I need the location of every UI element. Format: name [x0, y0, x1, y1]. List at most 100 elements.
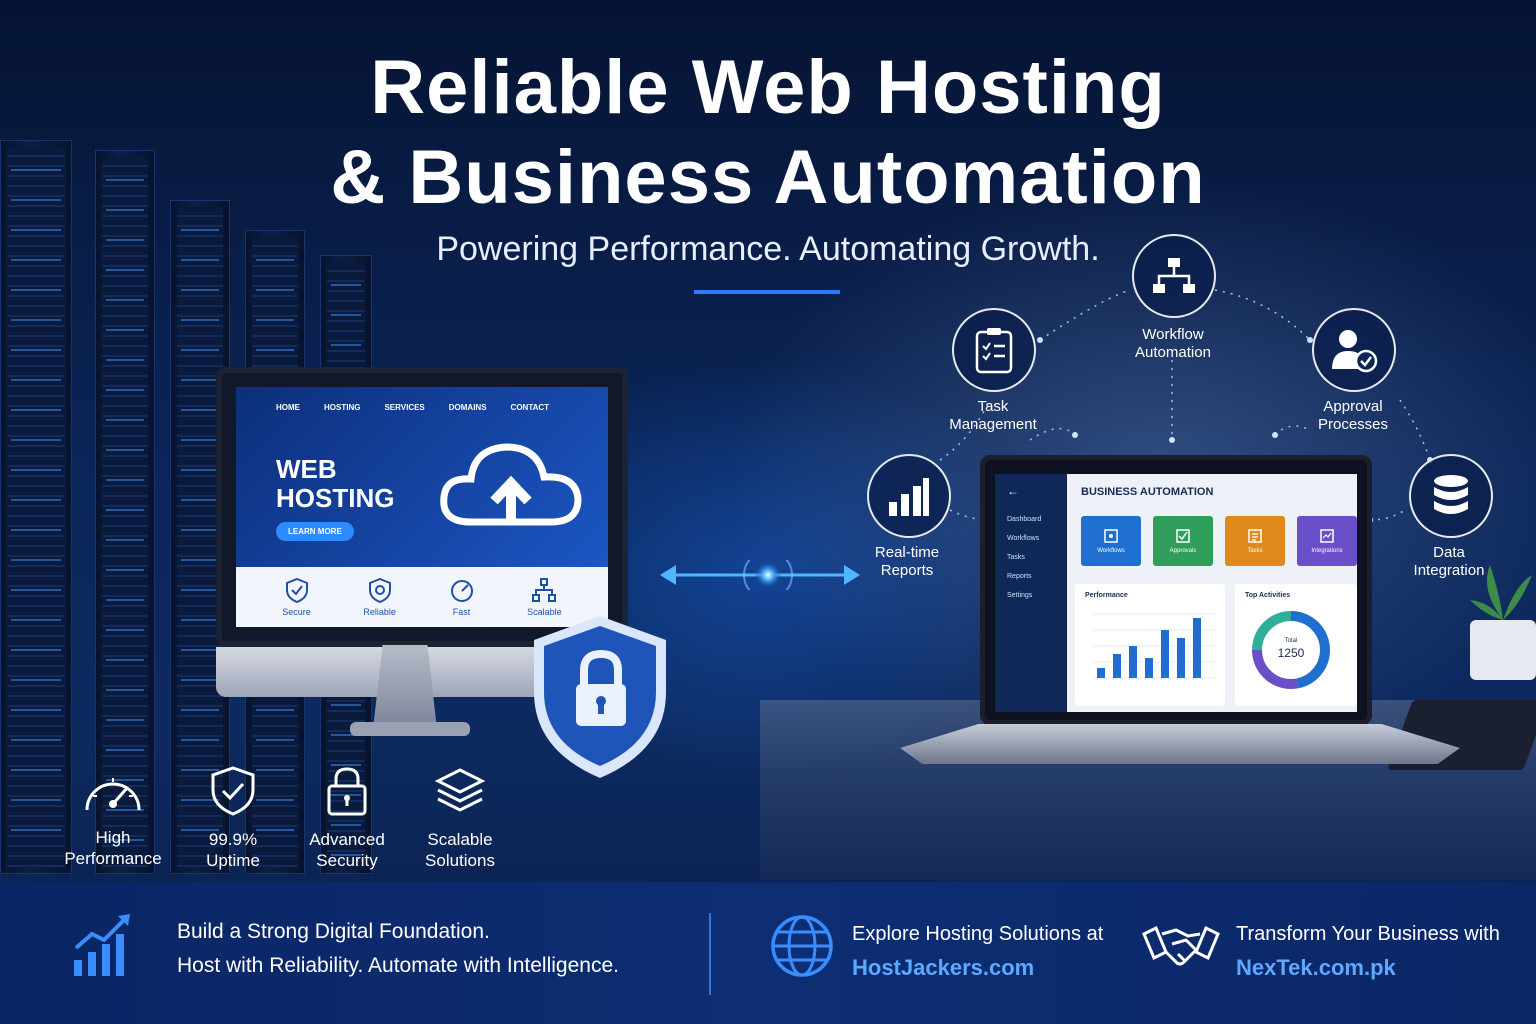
tile-approvals[interactable]: Approvals: [1153, 516, 1213, 566]
back-arrow-icon[interactable]: ←: [1007, 484, 1019, 498]
feature-label-line1: 99.9%: [208, 830, 258, 849]
tile-label: Tasks: [1247, 548, 1263, 554]
sidebar-item-settings[interactable]: Settings: [1007, 592, 1033, 599]
nextek-link[interactable]: NexTek.com.pk: [1236, 955, 1396, 980]
site-feature-label: Secure: [282, 607, 311, 617]
business-prompt: Transform Your Business with: [1236, 923, 1500, 945]
sidebar-item-reports[interactable]: Reports: [1007, 573, 1032, 580]
shield-check-icon: [285, 577, 308, 603]
shield-check-icon: [211, 766, 255, 816]
sidebar-item-tasks[interactable]: Tasks: [1007, 554, 1025, 561]
laptop-keyboard-base: [900, 724, 1460, 764]
node-label-line1: Workflow: [1142, 326, 1204, 343]
hero-heading: WEB HOSTING: [276, 455, 394, 512]
workflow-tile-icon: [1104, 529, 1118, 543]
node-label: Approval Processes: [1283, 398, 1423, 434]
desktop-monitor: HOME HOSTING SERVICES DOMAINS CONTACT WE…: [216, 367, 628, 647]
node-label-line2: Processes: [1317, 416, 1389, 433]
growth-chart-icon: [74, 914, 130, 976]
checklist-icon: [975, 328, 1013, 374]
hosting-prompt: Explore Hosting Solutions at: [852, 923, 1104, 945]
checkbox-tile-icon: [1176, 529, 1190, 543]
server-rack: [0, 140, 72, 874]
footer-tagline-line2: Host with Reliability. Automate with Int…: [177, 953, 619, 977]
node-label-line2: Automation: [1135, 344, 1211, 361]
dashboard-title: BUSINESS AUTOMATION: [1081, 486, 1214, 498]
page-subtitle: Powering Performance. Automating Growth.: [436, 230, 1100, 268]
sidebar-item-workflows[interactable]: Workflows: [1007, 535, 1040, 542]
donut-total: 1250: [1277, 646, 1305, 660]
tile-workflows[interactable]: Workflows: [1081, 516, 1141, 566]
connection-arrow-icon: [660, 560, 860, 590]
laptop: ← Dashboard Workflows Tasks Reports Sett…: [980, 455, 1372, 725]
monitor-stand: [373, 645, 437, 725]
tile-integrations[interactable]: Integrations: [1297, 516, 1357, 566]
workflow-automation-node: [1132, 234, 1216, 318]
sidebar-item-dashboard[interactable]: Dashboard: [1007, 516, 1042, 523]
nav-services[interactable]: SERVICES: [384, 403, 425, 412]
site-nav: HOME HOSTING SERVICES DOMAINS CONTACT: [276, 403, 549, 412]
footer-divider: [709, 913, 711, 995]
hero-heading-line2: HOSTING: [276, 482, 395, 513]
data-integration-node: [1409, 454, 1493, 538]
top-activities-panel: Top Activities Total 1250: [1235, 584, 1357, 706]
network-icon: [532, 578, 557, 602]
hero-heading-line1: WEB: [276, 454, 337, 484]
site-feature-label: Scalable: [527, 607, 562, 617]
plant-decoration: [1470, 565, 1536, 680]
donut-caption: Total: [1284, 638, 1298, 644]
feature-label-line2: Security: [316, 851, 378, 871]
node-label-line1: Real-time: [874, 544, 940, 561]
cloud-upload-icon: [440, 443, 582, 526]
nav-contact[interactable]: CONTACT: [510, 403, 550, 412]
tile-label: Approvals: [1169, 548, 1197, 554]
feature-label-line2: Performance: [64, 849, 162, 869]
activities-title: Top Activities: [1245, 592, 1291, 599]
site-feature-label: Fast: [452, 607, 471, 617]
nav-hosting[interactable]: HOSTING: [324, 403, 361, 412]
site-feature: Secure: [282, 577, 311, 617]
performance-bar-chart: [1093, 613, 1215, 679]
padlock-icon: [327, 767, 367, 816]
learn-more-button[interactable]: LEARN MORE: [276, 522, 354, 541]
flowchart-icon: [1153, 258, 1195, 293]
approval-processes-node: [1312, 308, 1396, 392]
feature-label-line1: Scalable: [427, 830, 493, 849]
node-label: Real-time Reports: [837, 544, 977, 580]
integration-tile-icon: [1320, 529, 1334, 543]
tile-tasks[interactable]: Tasks: [1225, 516, 1285, 566]
nav-domains[interactable]: DOMAINS: [448, 403, 487, 412]
dashboard-tiles: Workflows Approvals Tasks Integrations: [1081, 516, 1357, 566]
node-label-line2: Reports: [880, 562, 934, 579]
hero-banner: HOME HOSTING SERVICES DOMAINS CONTACT WE…: [236, 387, 608, 567]
feature-uptime: 99.9% Uptime: [178, 766, 288, 872]
hosting-cta: Explore Hosting Solutions at HostJackers…: [852, 918, 1103, 985]
tile-label: Workflows: [1097, 548, 1125, 554]
layers-icon: [434, 768, 486, 812]
page-title-line2: & Business Automation: [330, 135, 1206, 220]
security-shield-icon: [534, 616, 666, 778]
real-time-reports-node: [867, 454, 951, 538]
performance-title: Performance: [1085, 592, 1128, 599]
feature-label-line2: Solutions: [425, 851, 495, 871]
business-automation-dashboard: ← Dashboard Workflows Tasks Reports Sett…: [995, 474, 1357, 712]
node-label: Task Management: [923, 398, 1063, 434]
database-icon: [1434, 475, 1468, 514]
feature-label-line1: High: [95, 828, 131, 847]
page-title-line1: Reliable Web Hosting: [370, 45, 1166, 130]
shield-badge-icon: [368, 577, 391, 603]
node-label: Data Integration: [1379, 544, 1519, 580]
nav-home[interactable]: HOME: [276, 403, 300, 412]
site-feature-row: Secure Reliable Fast Scalable: [236, 577, 608, 617]
node-label-line1: Data: [1433, 544, 1465, 561]
hostjackers-link[interactable]: HostJackers.com: [852, 955, 1035, 980]
monitor-base: [350, 722, 470, 736]
site-feature: Scalable: [527, 577, 562, 617]
feature-label-line2: Uptime: [206, 851, 260, 871]
bar-chart-icon: [889, 478, 929, 516]
task-management-node: [952, 308, 1036, 392]
server-rack: [95, 150, 155, 874]
node-label-line1: Task: [977, 398, 1009, 415]
